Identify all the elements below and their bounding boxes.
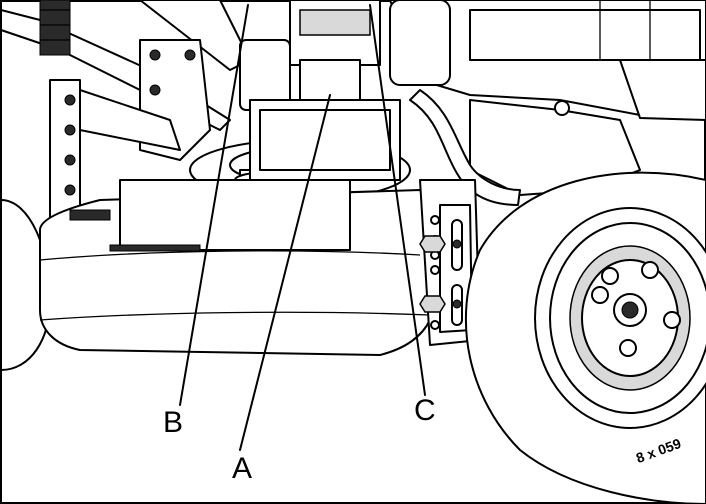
leader-lines <box>179 4 426 451</box>
pump-assembly <box>39 0 451 111</box>
hydraulic-hose <box>409 89 521 206</box>
deck-mount-bracket <box>49 39 211 231</box>
callout-c: C <box>414 394 436 427</box>
callout-b: B <box>163 406 183 439</box>
callout-a: A <box>232 452 252 485</box>
mower-deck <box>39 179 481 356</box>
drive-wheel: 8 x 059 <box>464 171 706 504</box>
